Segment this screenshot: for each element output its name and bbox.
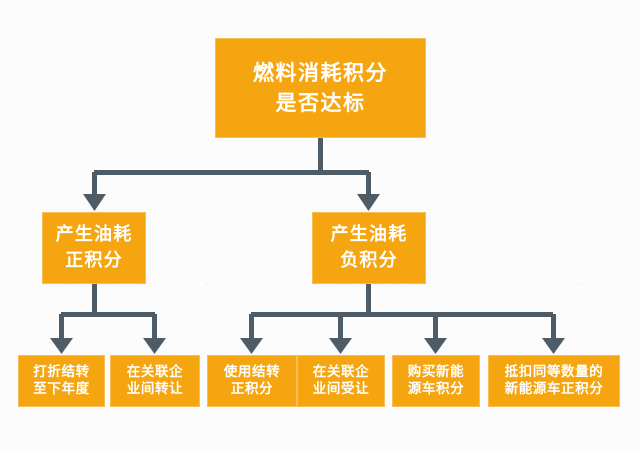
arrowhead-to-receive [329,338,352,354]
node-offset-line1: 抵扣同等数量的 [504,363,604,380]
arrowhead-to-transfer [143,338,166,354]
node-affiliate-transfer-in[interactable]: 在关联企 业间受让 [297,355,385,407]
node-use-line1: 使用结转 [223,363,281,380]
node-receive-line1: 在关联企 [312,363,370,380]
node-affiliate-transfer-out[interactable]: 在关联企 业间转让 [110,355,200,407]
node-buy-line2: 源车积分 [407,381,465,397]
node-buy-nev-credit[interactable]: 购买新能 源车积分 [392,355,480,407]
node-receive-line2: 业间受让 [312,381,370,397]
node-positive-line1: 产生油耗 [55,223,133,245]
node-negative-credit[interactable]: 产生油耗 负积分 [312,212,426,284]
arrowhead-to-carry [50,338,73,354]
node-fuel-consumption-credit[interactable]: 燃料消耗积分 是否达标 [215,38,426,138]
node-carry-line1: 打折结转 [33,363,90,380]
arrowhead-to-positive [83,194,106,211]
node-buy-line1: 购买新能 [407,363,465,380]
arrowhead-to-offset [542,338,565,354]
node-transfer-line1: 在关联企 [126,363,184,380]
arrowhead-to-negative [357,194,380,211]
node-carry-line2: 至下年度 [33,381,90,397]
node-root-line2: 是否达标 [275,91,366,115]
node-root-line1: 燃料消耗积分 [253,60,388,85]
node-negative-line2: 负积分 [340,250,398,271]
node-positive-line2: 正积分 [65,250,123,271]
node-transfer-line2: 业间转让 [126,381,184,397]
node-offset-line2: 新能源车正积分 [504,381,604,397]
arrowhead-to-use [240,338,263,354]
node-carry-forward[interactable]: 打折结转 至下年度 [18,355,105,407]
node-positive-credit[interactable]: 产生油耗 正积分 [42,212,146,284]
node-use-line2: 正积分 [230,381,274,397]
node-offset-nev-credit[interactable]: 抵扣同等数量的 新能源车正积分 [488,355,620,407]
node-use-carried-credit[interactable]: 使用结转 正积分 [207,355,297,407]
arrowhead-to-buy [424,338,447,354]
node-negative-line1: 产生油耗 [330,223,408,245]
